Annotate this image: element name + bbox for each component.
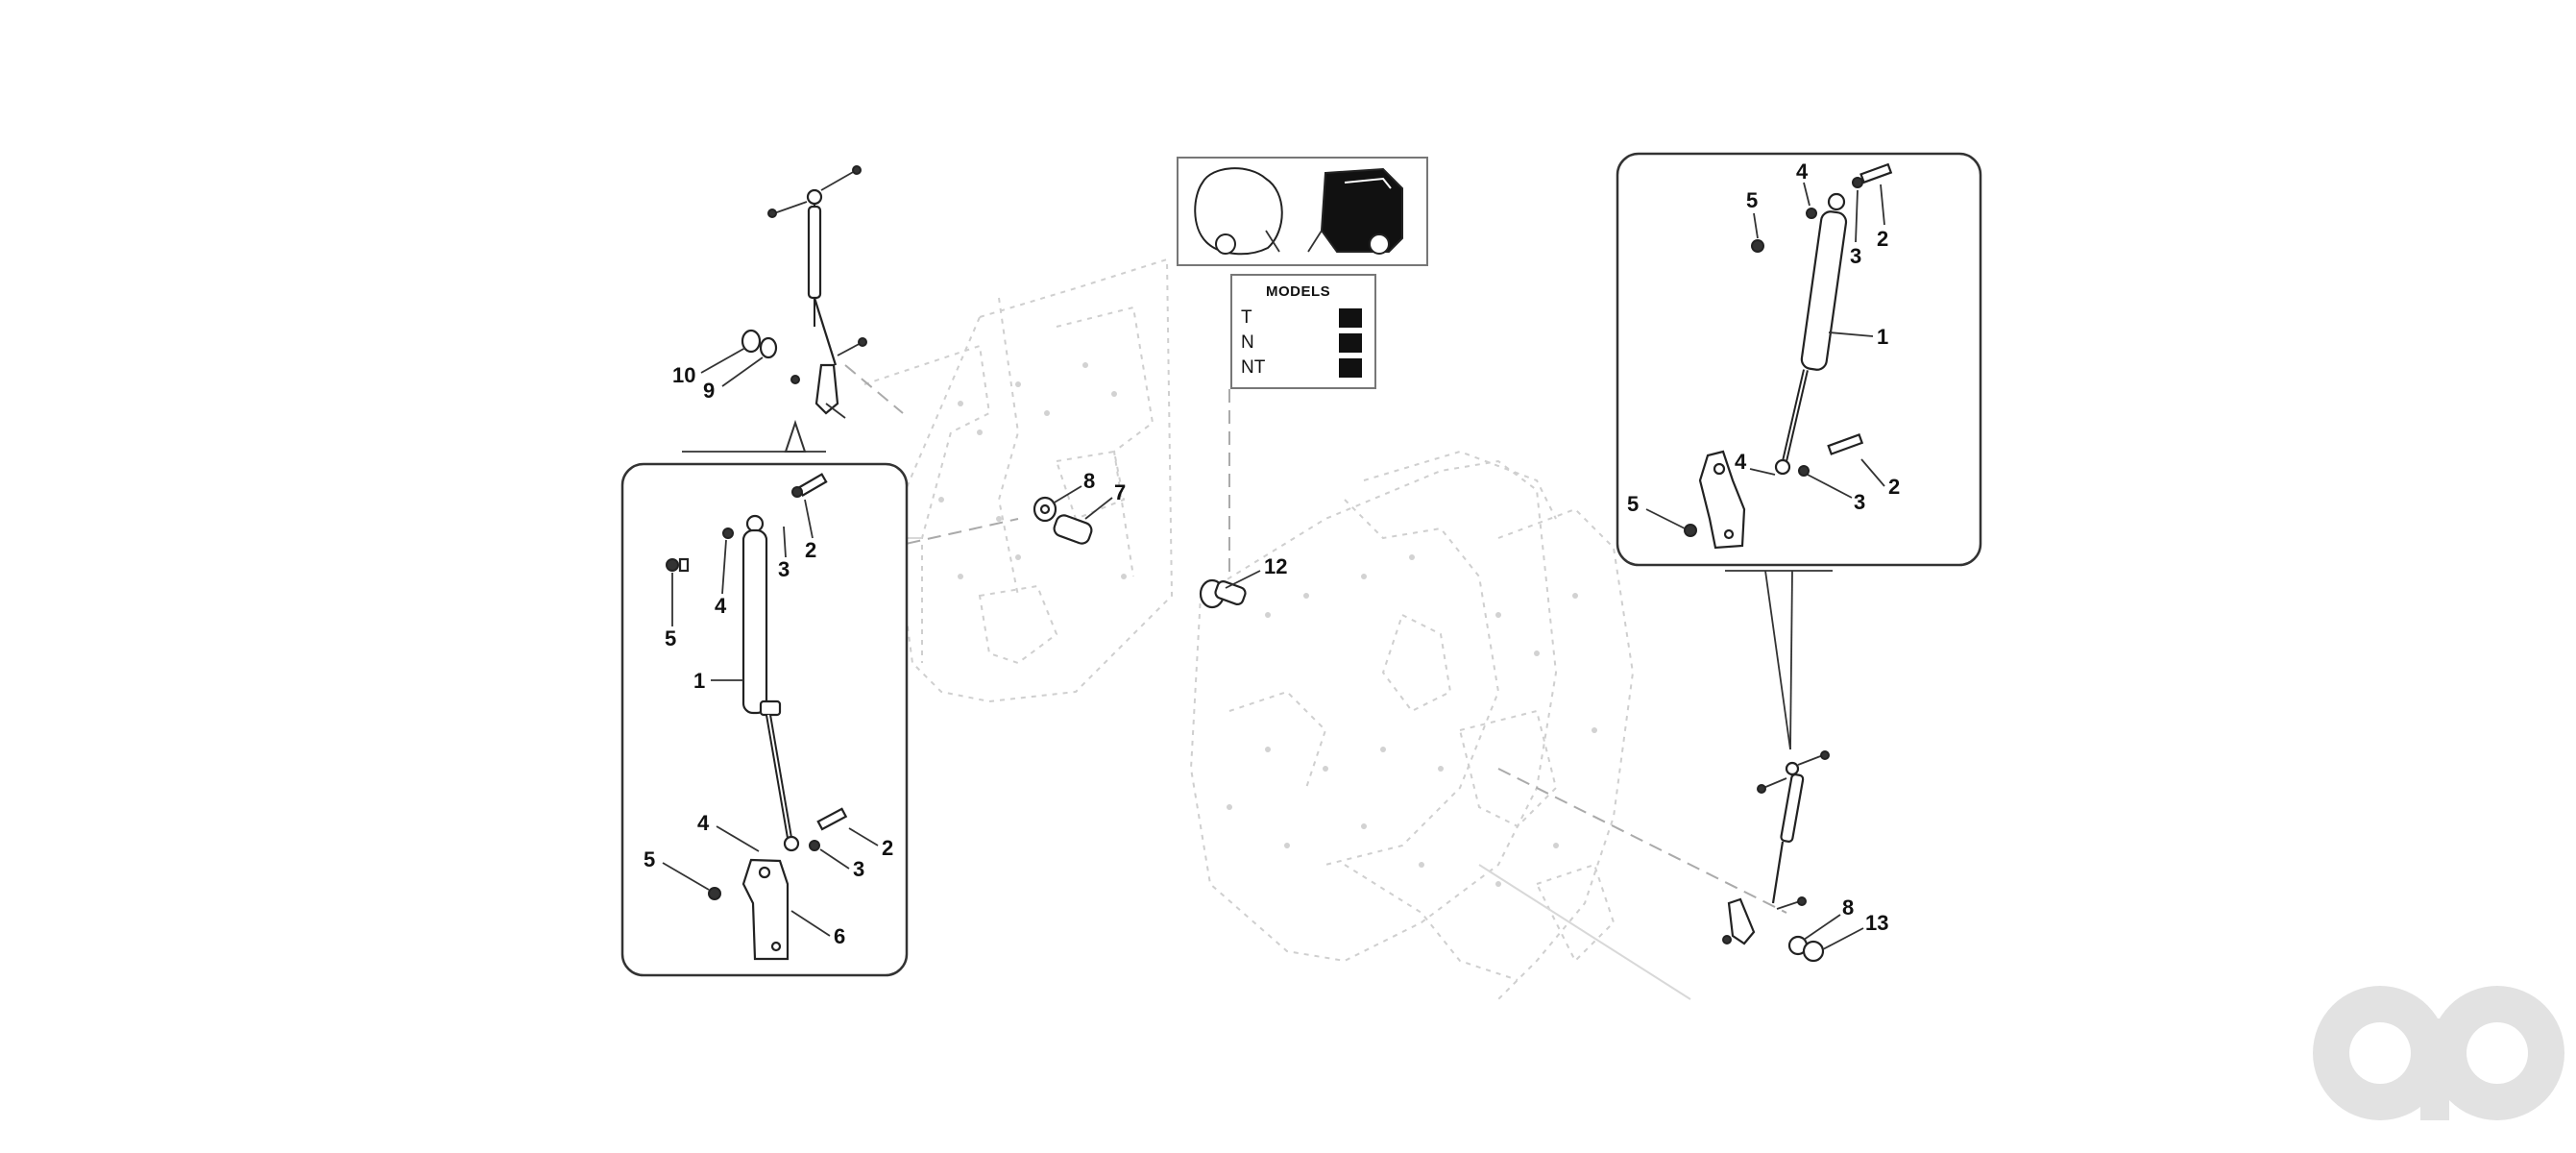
models-table-title: MODELS [1266, 283, 1330, 300]
callout-6: 6 [834, 924, 845, 948]
lower-right-callouts: 8 13 [1803, 895, 1888, 950]
callout-9: 9 [703, 379, 715, 403]
left-detail-callouts: 2 3 4 5 1 4 5 2 3 6 [644, 499, 893, 948]
callout-12: 12 [1264, 554, 1287, 578]
callout-10: 10 [672, 363, 695, 387]
callout-r3b: 3 [1854, 490, 1865, 514]
models-marker-n [1339, 333, 1362, 353]
callout-4b: 4 [697, 811, 710, 835]
callout-8: 8 [1083, 469, 1095, 493]
callout-r5: 5 [1746, 188, 1758, 212]
callout-7: 7 [1114, 480, 1126, 504]
callout-5: 5 [665, 626, 676, 650]
watermark-logo-icon [2313, 986, 2564, 1120]
callout-r5b: 5 [1627, 492, 1639, 516]
callout-lr13: 13 [1865, 911, 1888, 935]
ghost-frame-holes [938, 362, 1597, 887]
baler-solid-icon [1307, 167, 1403, 255]
models-row-nt: NT [1241, 357, 1266, 378]
center-hardware [1033, 496, 1247, 609]
callout-2b: 2 [882, 836, 893, 860]
models-row-t: T [1241, 307, 1252, 328]
baler-outline-icon [1194, 167, 1283, 256]
callout-r4: 4 [1796, 159, 1809, 184]
callout-4: 4 [715, 594, 727, 618]
callout-r4b: 4 [1735, 450, 1747, 474]
top-left-strut-assembly [682, 165, 867, 453]
callout-3: 3 [778, 557, 790, 581]
models-table: MODELS T N NT [1230, 274, 1376, 389]
model-illustrations [1177, 157, 1428, 266]
callout-1: 1 [693, 669, 705, 693]
left-detail-frame [620, 462, 909, 977]
center-callouts: 8 7 12 [1052, 469, 1287, 589]
models-marker-nt [1339, 358, 1362, 378]
lower-right-strut-assembly [1722, 750, 1830, 963]
right-detail-frame [1616, 152, 1982, 567]
callout-lr8: 8 [1842, 895, 1854, 920]
callout-3b: 3 [853, 857, 864, 881]
models-row-n: N [1241, 332, 1254, 353]
callout-5b: 5 [644, 847, 655, 871]
callout-r2b: 2 [1888, 475, 1900, 499]
callout-r2: 2 [1877, 227, 1888, 251]
models-marker-t [1339, 308, 1362, 328]
callout-r3: 3 [1850, 244, 1861, 268]
top-left-callouts: 10 9 [672, 347, 764, 403]
callout-r1: 1 [1877, 325, 1888, 349]
callout-2: 2 [805, 538, 816, 562]
right-detail-callouts: 4 5 2 3 1 4 2 5 3 [1627, 159, 1900, 750]
